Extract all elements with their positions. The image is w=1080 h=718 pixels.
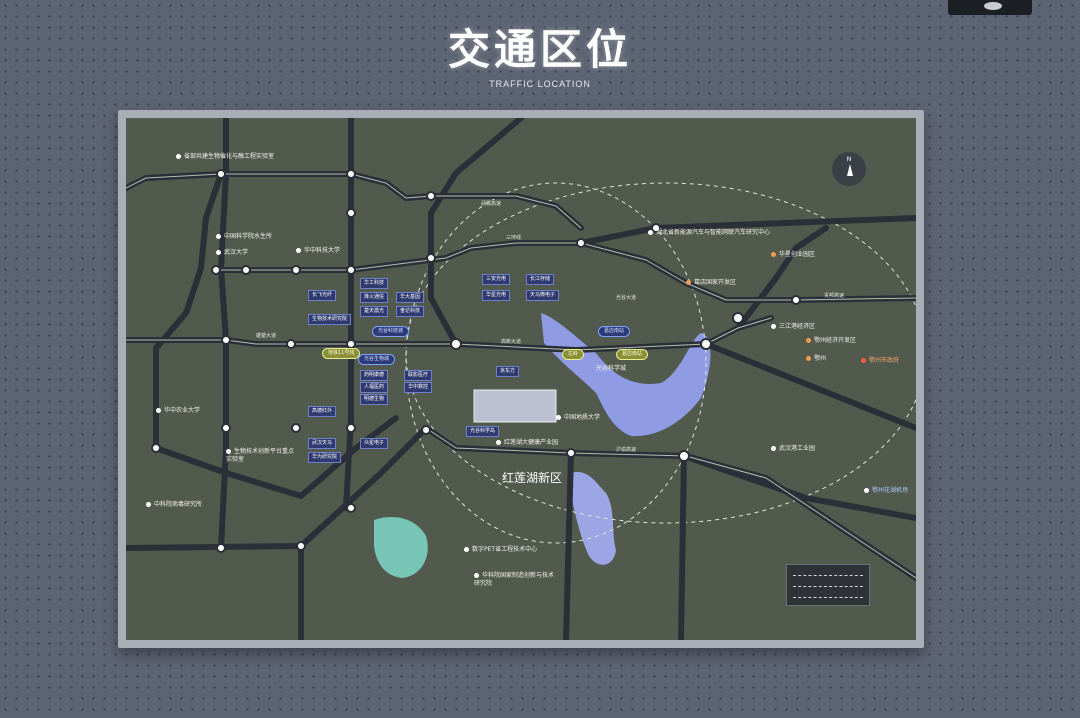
poi-label: 光谷科学城 [596, 365, 627, 372]
poi-label: 华科院国家制造创新与技术研究院 [474, 572, 555, 587]
project-site [473, 389, 557, 423]
poi-label: 中国科学院水生所 [216, 234, 272, 240]
road-label: 三环线 [506, 235, 522, 241]
road-right-diagonal [681, 453, 916, 521]
road-north-diag [428, 118, 524, 347]
company-tag: 药明康德 [360, 370, 389, 381]
road-third-ring-left [153, 171, 224, 451]
page-subtitle: TRAFFIC LOCATION [489, 79, 591, 89]
map-graphics [126, 118, 916, 640]
pill-label: 光谷生物城 [358, 354, 396, 365]
company-tag: 高德红外 [308, 406, 337, 417]
company-tag: 生物技术研究院 [308, 314, 352, 325]
poi-label: 省部共建生物催化与酶工程实验室 [176, 154, 274, 160]
poi-label: 华中农业大学 [156, 408, 200, 414]
company-tag: 众星电子 [360, 438, 389, 449]
company-tag: 长江存储 [526, 274, 555, 285]
poi-label: 生物技术创新平台重点实验室 [226, 448, 295, 463]
road-west-vertical [218, 118, 229, 551]
pill-label: 地铁11号线 [322, 348, 361, 359]
poi-label: 鄂州 [806, 356, 826, 362]
pill-label: 光谷科技城 [372, 326, 410, 337]
poi-label: 数字PET省工程技术中心 [464, 546, 544, 554]
company-tag: 华中数控 [404, 382, 433, 393]
poi-label: 鄂州花湖机场 [864, 488, 908, 494]
company-tag: 烽火通信 [360, 292, 389, 303]
company-tag: 光谷科学岛 [466, 426, 500, 437]
road-east-diag [703, 341, 916, 431]
poi-label: 武汉大学 [216, 250, 248, 256]
road-label: 雄楚大道 [256, 333, 277, 339]
road-label: 光谷大道 [616, 295, 637, 301]
pill-label: 葛店南站 [616, 349, 649, 360]
poi-label: 华中科技大学 [296, 248, 340, 254]
poi-label: 中国地质大学 [556, 414, 600, 422]
company-tag: 明德生物 [360, 394, 389, 405]
company-tag: 奋达科技 [396, 306, 425, 317]
company-tag: 京东方 [496, 366, 520, 377]
company-tag: 华星光电 [482, 290, 511, 301]
poi-label: 鄂州市政府 [861, 358, 899, 364]
road-south-diag [126, 425, 429, 551]
road-label: 青邦高速 [824, 293, 845, 299]
lake-green [374, 516, 428, 578]
poi-label: 湖北省新能源汽车与智能网联汽车研究中心 [648, 230, 770, 236]
poi-label: 华星创业园区 [771, 252, 815, 258]
road-southeast-vertical [678, 453, 687, 640]
road-south-vertical [563, 450, 574, 640]
map-legend [786, 564, 870, 606]
company-tag: 长飞光纤 [308, 290, 337, 301]
company-tag: 联影医疗 [404, 370, 433, 381]
road-label: 武鄂高速 [481, 201, 502, 207]
traffic-map: N 省部共建生物催化与酶工程实验室 中国科学院水生所 武汉大学 华中科技大学 华… [126, 118, 916, 640]
company-tag: 华工科技 [360, 278, 389, 289]
company-tag: 华为研究院 [308, 452, 342, 463]
company-tag: 天马微电子 [526, 290, 560, 301]
poi-label: 三江港经济区 [771, 324, 815, 330]
lake-south [571, 472, 616, 565]
compass-icon: N [832, 152, 866, 186]
poi-label: 武汉港工业园 [771, 446, 815, 452]
company-tag: 楚天激光 [360, 306, 389, 317]
camera-device [948, 0, 1032, 15]
lake-east [541, 313, 711, 437]
road-east-up [735, 225, 829, 331]
road-label: 沪渝高速 [616, 447, 637, 453]
pill-label: 左岭 [562, 349, 585, 360]
company-tag: 华大基因 [396, 292, 425, 303]
poi-label: 葛店国家开发区 [686, 280, 736, 286]
ring-dashed-2 [405, 182, 916, 524]
company-tag: 三安光电 [482, 274, 511, 285]
poi-label: 中科院病毒研究所 [146, 502, 202, 508]
company-tag: 武汉天马 [308, 438, 337, 449]
pill-label: 葛店南站 [598, 326, 631, 337]
poi-label: 红莲湖大健康产业园 [496, 440, 558, 446]
ring-dashed-1 [405, 182, 707, 544]
company-tag: 人福医药 [360, 382, 389, 393]
road-label: 高新大道 [501, 339, 522, 345]
poi-label: 鄂州经济开发区 [806, 338, 856, 344]
district-label: 红莲湖新区 [502, 471, 563, 485]
page-title: 交通区位 [447, 25, 632, 74]
